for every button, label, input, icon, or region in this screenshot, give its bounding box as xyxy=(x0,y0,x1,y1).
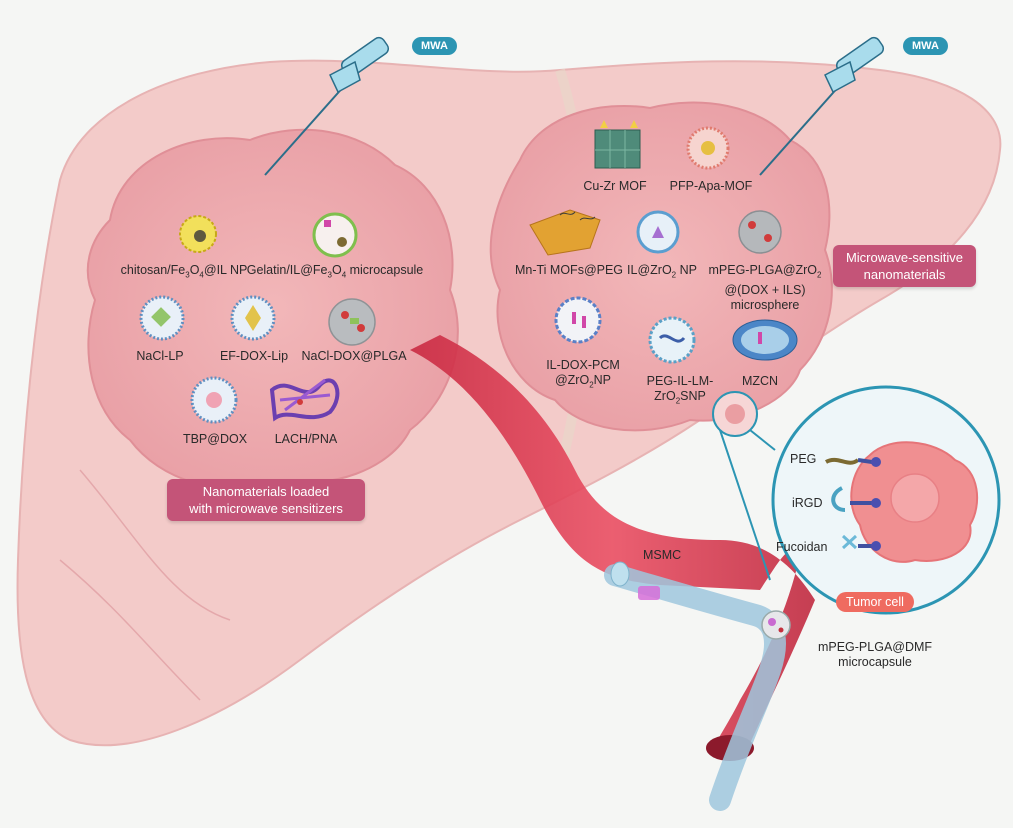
label-irgd: iRGD xyxy=(792,496,823,510)
label-nacl-lp: NaCl-LP xyxy=(136,349,184,363)
nacl-dox-plga-icon xyxy=(328,298,376,346)
inset-tumor-cell xyxy=(850,441,979,563)
label-cu-zr-mof: Cu-Zr MOF xyxy=(583,179,647,193)
nacl-lp-icon xyxy=(139,295,185,341)
label-msmc: MSMC xyxy=(643,548,682,562)
inset-connector-1 xyxy=(749,429,776,451)
chitosan-np-icon xyxy=(179,215,217,253)
label-lach-pna: LACH/PNA xyxy=(274,432,338,446)
liver-vein-2 xyxy=(59,559,201,701)
peg-ligand-icon xyxy=(824,457,881,467)
mwa-right-badge: MWA xyxy=(903,37,948,55)
right-caption-box: Microwave-sensitive nanomaterials xyxy=(833,245,976,287)
label-mpeg-plga-dmf: mPEG-PLGA@DMF microcapsule xyxy=(817,640,933,669)
label-gelatin: Gelatin/IL@Fe3O4 microcapsule xyxy=(246,263,424,280)
fucoidan-ligand-icon xyxy=(841,534,881,551)
label-chitosan: chitosan/Fe3O4@IL NP xyxy=(120,263,248,280)
hepatic-vessel xyxy=(410,335,815,755)
label-fucoidan: Fucoidan xyxy=(776,540,828,554)
label-peg-il-lm-zro2: PEG-IL-LM- ZrO2SNP xyxy=(646,374,714,406)
tube-opening xyxy=(610,561,630,587)
lach-pna-icon xyxy=(269,378,340,422)
gelatin-microcapsule-icon xyxy=(312,212,358,258)
label-pfp-apa-mof: PFP-Apa-MOF xyxy=(669,179,753,193)
pfp-apa-mof-icon xyxy=(686,126,730,170)
tumor-cell-pill: Tumor cell xyxy=(836,592,914,612)
left-caption-box: Nanomaterials loaded with microwave sens… xyxy=(167,479,365,521)
liver-vein-1 xyxy=(79,469,231,621)
capsule-dot-2 xyxy=(778,627,784,633)
label-il-zro2-np: IL@ZrO2 NP xyxy=(627,263,697,280)
mpeg-plga-zro2-icon xyxy=(738,210,782,254)
label-ef-dox-lip: EF-DOX-Lip xyxy=(219,349,289,363)
cu-zr-mof-icon xyxy=(594,120,641,169)
mpeg-dmf-capsule xyxy=(761,610,791,640)
right-needle xyxy=(759,36,885,176)
mzcn-icon xyxy=(732,319,798,361)
mwa-left-badge: MWA xyxy=(412,37,457,55)
tumor-cell-small-icon xyxy=(712,391,758,437)
label-tbp-dox: TBP@DOX xyxy=(182,432,248,446)
label-mpeg-plga-zro2: mPEG-PLGA@ZrO2 @(DOX + ILS) microsphere xyxy=(708,263,822,312)
label-nacl-dox-plga: NaCl-DOX@PLGA xyxy=(301,349,407,363)
mn-ti-mof-peg-icon xyxy=(529,209,601,256)
inset-connector-2 xyxy=(719,429,771,581)
peg-il-lm-zro2-icon xyxy=(648,316,696,364)
il-zro2-np-icon xyxy=(636,210,680,254)
label-mn-ti-mofs-peg: Mn-Ti MOFs@PEG xyxy=(514,263,624,277)
label-mzcn: MZCN xyxy=(741,374,779,388)
tbp-dox-icon xyxy=(190,376,238,424)
left-needle xyxy=(264,36,390,176)
label-peg: PEG xyxy=(790,452,817,466)
left-tumor xyxy=(86,128,459,489)
ef-dox-lip-icon xyxy=(230,295,276,341)
capsule-dot-1 xyxy=(768,618,776,626)
irgd-ligand-icon xyxy=(831,486,881,512)
msmc-particle xyxy=(638,586,660,600)
label-il-dox-pcm: IL-DOX-PCM @ZrO2NP xyxy=(546,358,620,390)
il-dox-pcm-icon xyxy=(554,296,602,344)
